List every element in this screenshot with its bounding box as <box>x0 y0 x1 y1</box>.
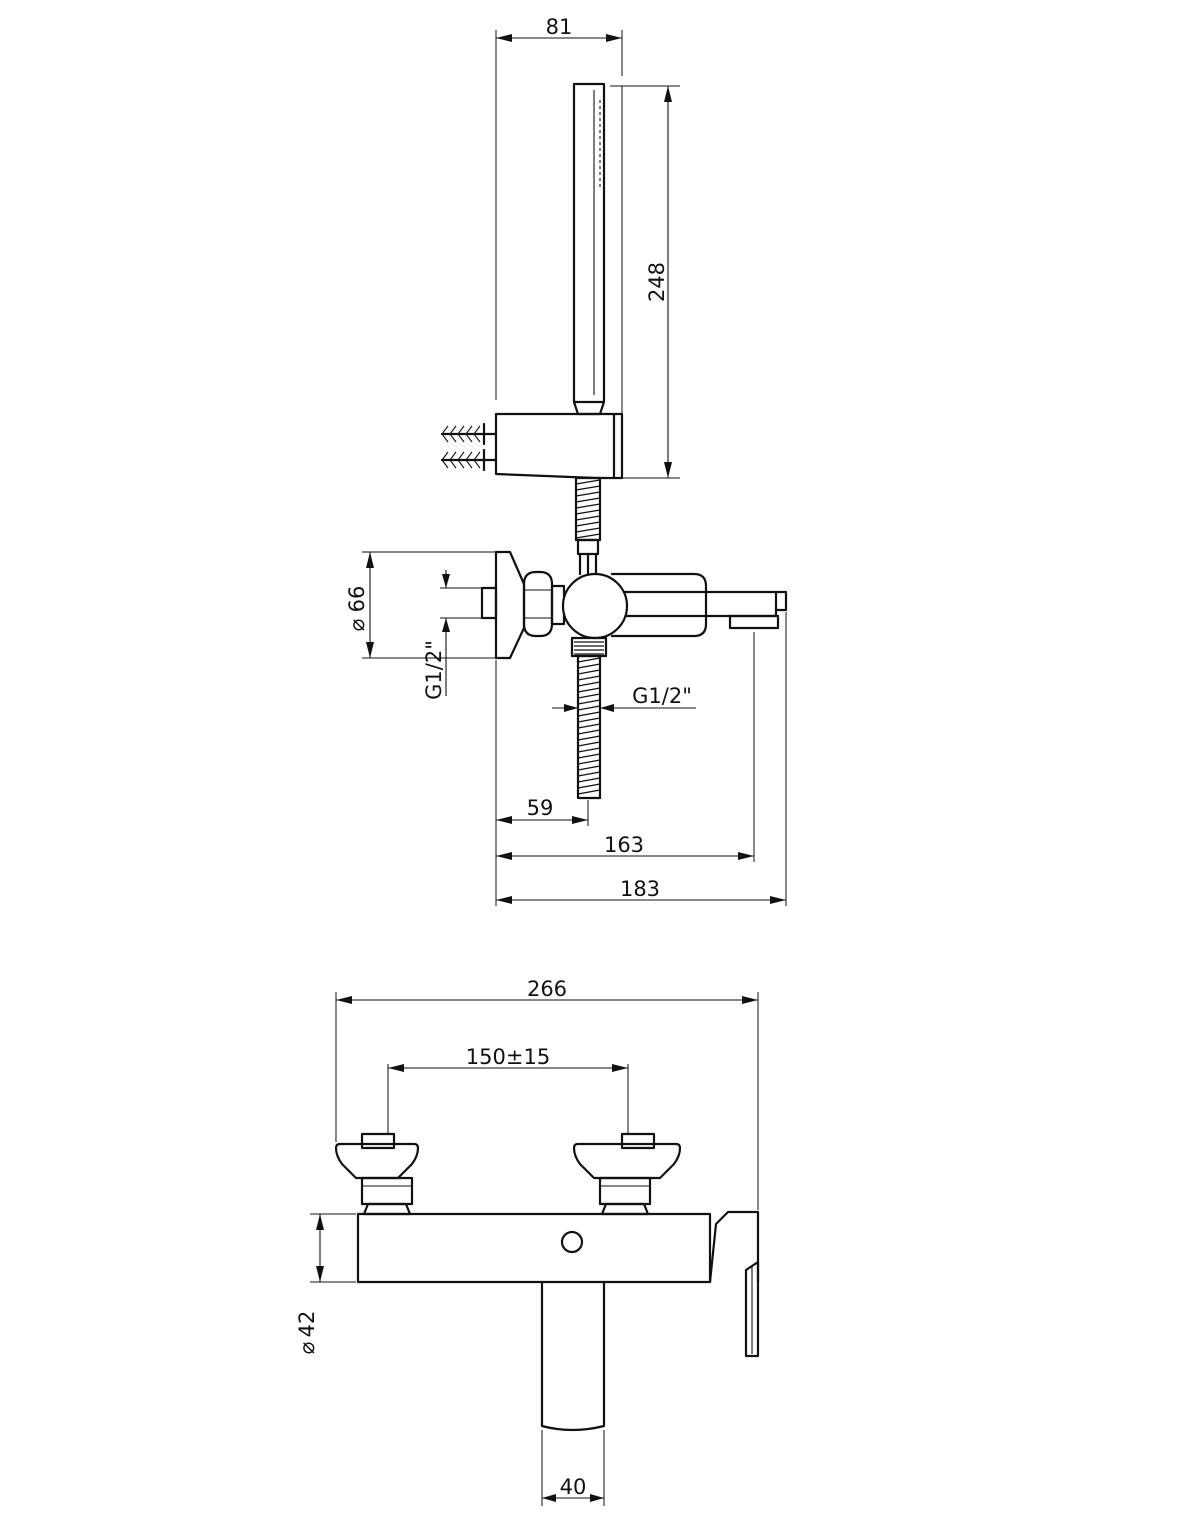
diameter-symbol-icon: ⌀ <box>345 619 369 632</box>
dimension-label-59: 59 <box>527 796 554 820</box>
wall-screw-icon <box>440 422 498 446</box>
dimension-248: 248 <box>610 85 680 479</box>
hand-shower <box>572 82 606 416</box>
dimension-label-150: 150±15 <box>466 1045 550 1069</box>
dimension-label-42: 42 <box>295 1311 319 1338</box>
mixer-body <box>561 572 788 640</box>
dimension-label-66: 66 <box>345 586 369 613</box>
dimension-label-hose-thread: G1/2" <box>632 684 692 708</box>
spout <box>540 1280 606 1432</box>
dimension-label-163: 163 <box>604 833 644 857</box>
dimension-inlet-thread: G1/2" <box>422 570 482 700</box>
dimension-hose-thread: G1/2" <box>552 684 696 712</box>
dimension-label-40: 40 <box>560 1475 587 1499</box>
dimension-40: 40 <box>541 1430 605 1506</box>
diameter-symbol-icon: ⌀ <box>295 1342 319 1355</box>
front-view: 266 150±15 ⌀ 42 <box>295 977 760 1506</box>
upper-hose <box>574 476 602 576</box>
dimension-label-183: 183 <box>620 877 660 901</box>
dimension-42: ⌀ 42 <box>295 1213 356 1355</box>
dimension-266: 266 <box>335 977 759 1210</box>
left-inlet <box>334 1132 420 1216</box>
wall-screw-icon <box>440 448 498 472</box>
dimension-183: 183 <box>496 612 787 906</box>
dimension-81: 81 <box>495 15 623 400</box>
dimension-label-81: 81 <box>546 15 573 39</box>
side-view: 81 248 ⌀ 66 <box>345 15 788 906</box>
wall-flange <box>480 550 566 660</box>
lever-handle <box>708 1210 760 1358</box>
dimension-label-266: 266 <box>527 977 567 1001</box>
dimension-label-248: 248 <box>645 262 669 302</box>
mixer-bar <box>356 1212 712 1284</box>
dimension-150: 150±15 <box>387 1045 629 1134</box>
dimension-66: ⌀ 66 <box>345 551 496 659</box>
dimension-163: 163 <box>496 632 755 862</box>
wall-bracket <box>440 412 624 480</box>
lower-hose <box>570 636 608 800</box>
dimension-label-inlet-thread: G1/2" <box>422 640 446 700</box>
dimension-59: 59 <box>495 660 589 906</box>
right-inlet <box>572 1132 682 1216</box>
